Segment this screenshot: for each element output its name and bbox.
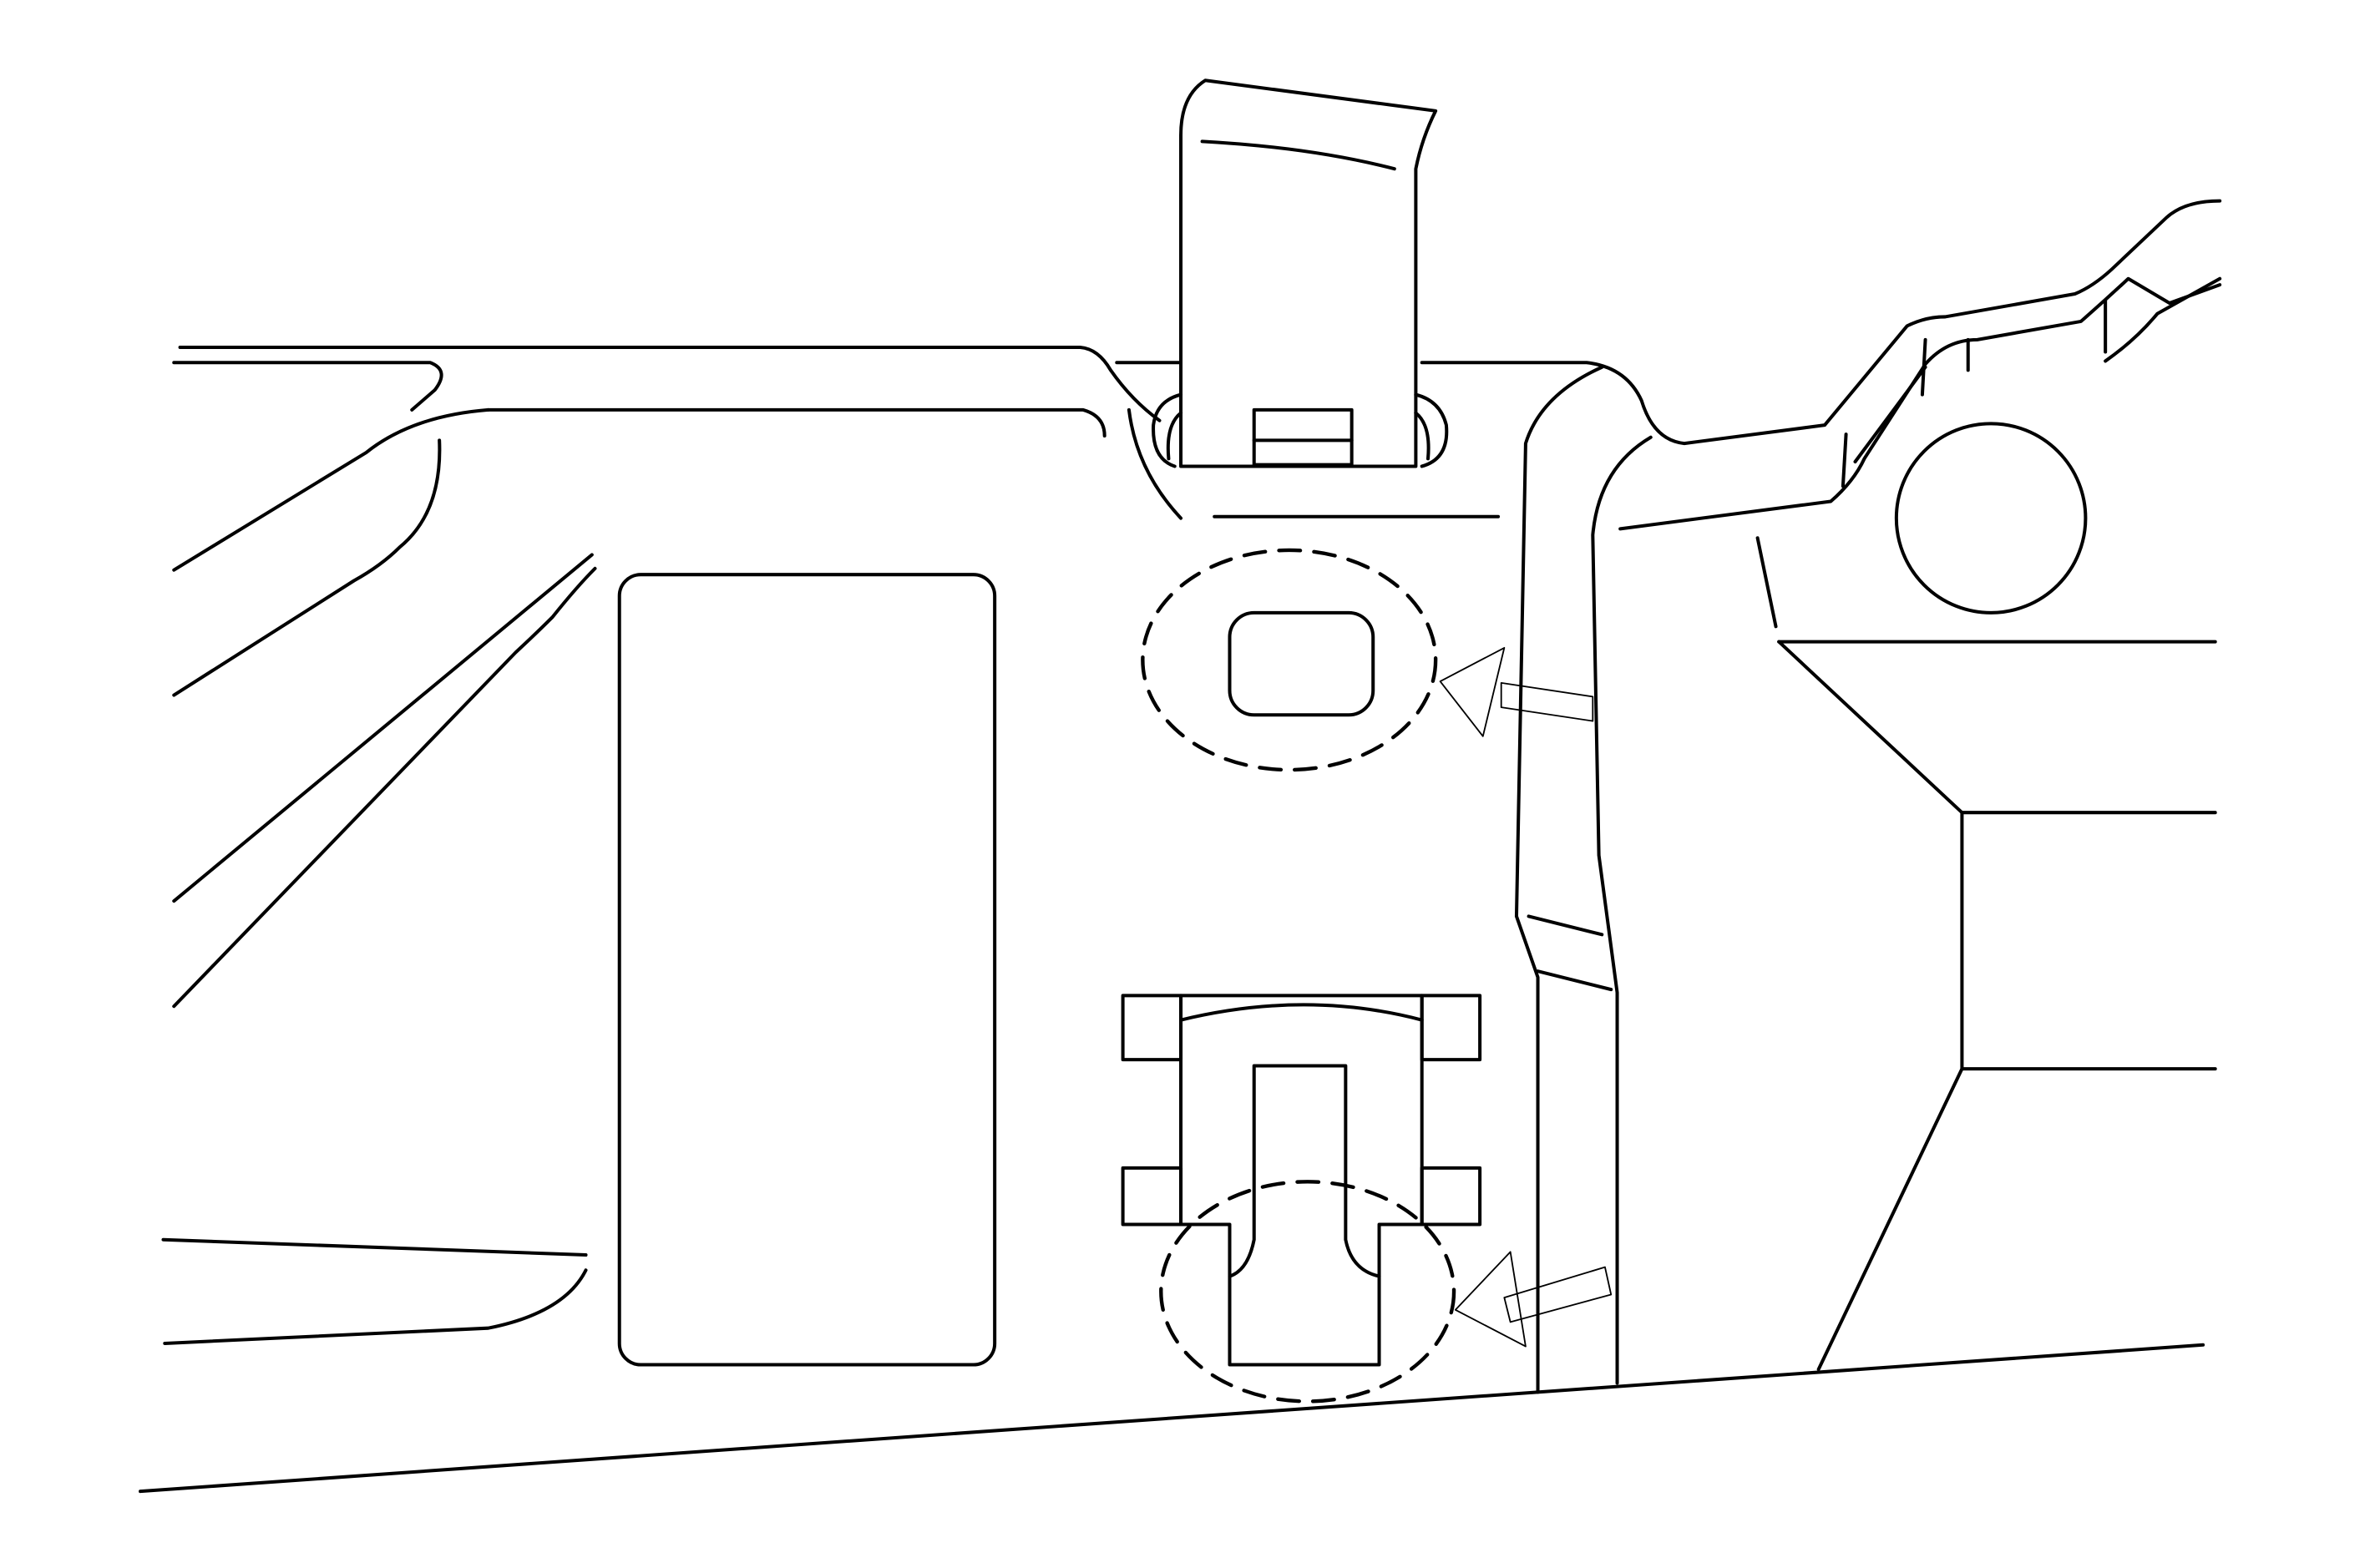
top-tab-notch-right	[1414, 392, 1449, 468]
top-tab-latch	[1252, 407, 1354, 467]
bracket-inner-edge-2	[2104, 276, 2222, 363]
bracket-step-diagonal	[1777, 640, 2217, 815]
bracket-upper-edge	[1618, 276, 2222, 531]
panel-bottom-line-1	[161, 1237, 588, 1257]
bracket-step-vertical	[1960, 811, 2217, 1071]
panel-tab-recess	[1127, 407, 1183, 520]
clip-tab-top-right	[1420, 994, 1482, 1062]
clip-arc	[1179, 1003, 1424, 1022]
lower-callout	[1159, 1180, 1456, 1404]
upper-arrow-shaft	[1500, 681, 1594, 722]
rib-cross-2	[1536, 969, 1613, 992]
panel-diagonal-1	[172, 553, 594, 903]
round-hole	[1894, 422, 2088, 615]
panel-flange-curve	[172, 438, 442, 697]
rib-cross-1	[1527, 914, 1604, 937]
panel-bottom-line-2	[163, 1268, 588, 1345]
bracket-right	[1618, 276, 2222, 1372]
panel-inner-edge	[486, 407, 1106, 438]
panel-top-edge	[178, 345, 1162, 422]
panel-inner-curve	[172, 407, 490, 572]
clip-tab-top-left	[1121, 994, 1183, 1062]
main-panel	[139, 199, 2222, 1494]
rectangular-opening	[617, 573, 997, 1367]
u-shaped-retainer-clip	[1121, 994, 1482, 1367]
upper-callout	[1141, 548, 1438, 772]
square-slot	[1228, 610, 1375, 717]
top-tab-fold-line	[1200, 139, 1396, 171]
vertical-rib	[1514, 365, 1653, 1394]
bracket-lower-edge	[1755, 536, 1778, 629]
panel-bottom-edge	[139, 1343, 2205, 1494]
lower-arrow	[1454, 1251, 1613, 1348]
panel-top-edge-left-lip	[172, 361, 443, 412]
bracket-tick-1	[1841, 432, 1848, 488]
lower-arrow-shaft	[1503, 1266, 1613, 1323]
top-tab-notch-left-inner	[1166, 411, 1183, 461]
bracket-inner-edge	[1853, 365, 1927, 464]
top-tab-notch-right-inner	[1414, 411, 1431, 461]
clip-frame	[1179, 994, 1424, 1367]
rib-left-edge	[1514, 365, 1604, 1394]
clip-inner-u	[1228, 1064, 1381, 1278]
top-tab-outline	[1179, 78, 1438, 468]
clip-tab-bottom-right	[1420, 1166, 1482, 1227]
panel-diagonal-2	[172, 566, 597, 1009]
top-tab-clip	[1152, 78, 1449, 468]
upper-arrow-head	[1439, 646, 1506, 737]
bracket-tick-2	[1920, 337, 1927, 397]
upper-arrow	[1439, 646, 1594, 737]
clip-tab-bottom-left	[1121, 1166, 1183, 1227]
bracket-step-bottom-diagonal	[1816, 1067, 1964, 1372]
lower-arrow-head	[1454, 1251, 1527, 1348]
rib-right-edge	[1591, 435, 1653, 1385]
top-tab-notch-left	[1152, 392, 1183, 468]
panel-top-right-2	[1420, 199, 2222, 446]
